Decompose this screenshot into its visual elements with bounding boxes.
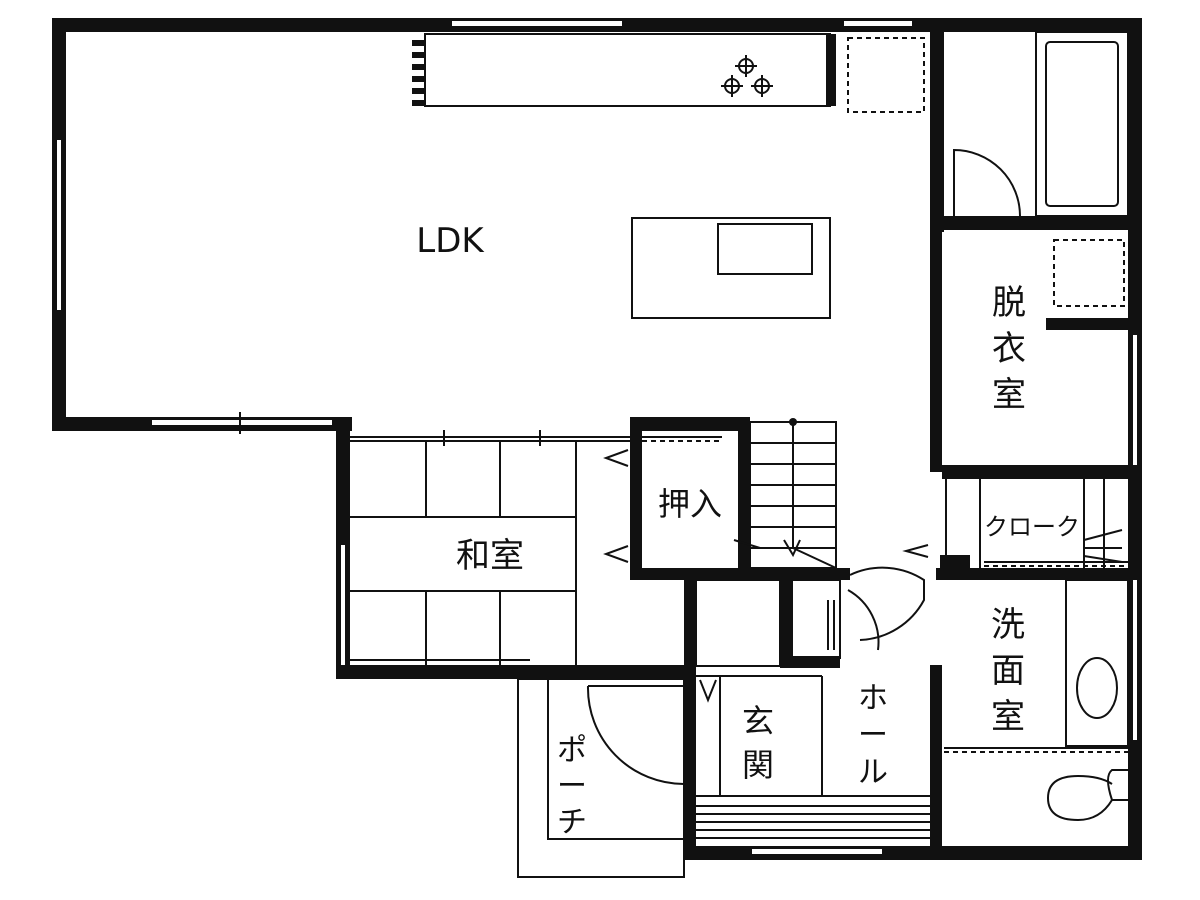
- tatami-grid: [350, 430, 722, 665]
- room-label-porch: ポ ー チ: [557, 733, 587, 840]
- room-label-ldk: LDK: [416, 221, 485, 261]
- washer-space: [1053, 239, 1125, 307]
- svg-text:洗: 洗: [991, 605, 1025, 645]
- svg-text:玄: 玄: [742, 702, 774, 740]
- svg-text:脱: 脱: [992, 283, 1026, 323]
- svg-text:ー: ー: [858, 718, 888, 753]
- svg-text:ル: ル: [858, 755, 888, 790]
- svg-text:面: 面: [991, 651, 1025, 691]
- stove-burner-icon: [721, 55, 773, 97]
- sink-icon: [717, 223, 813, 275]
- staircase: [733, 418, 837, 569]
- windows: [55, 19, 1139, 856]
- exterior-walls: [52, 18, 1142, 860]
- toilet-icon: [1046, 769, 1128, 822]
- bathtub: [953, 31, 1129, 217]
- range-hood-vent: [412, 40, 426, 106]
- room-label-datsuishitsu: 脱 衣 室: [992, 283, 1026, 415]
- svg-text:衣: 衣: [992, 329, 1026, 369]
- room-label-senmenshitsu: 洗 面 室: [991, 605, 1025, 737]
- room-label-genkan: 玄 関: [742, 702, 774, 784]
- interior-walls: [630, 18, 1142, 860]
- svg-text:室: 室: [992, 375, 1026, 415]
- svg-text:ホ: ホ: [858, 681, 888, 716]
- shoe-storage: [695, 566, 925, 667]
- room-label-cloak: クローク: [984, 513, 1080, 541]
- svg-text:チ: チ: [557, 805, 587, 840]
- svg-text:ー: ー: [557, 769, 587, 804]
- washbasin: [944, 579, 1129, 753]
- cloak-closet: [902, 479, 1123, 568]
- room-label-hall: ホ ー ル: [858, 681, 888, 790]
- svg-text:室: 室: [991, 697, 1025, 737]
- genkan-step: [696, 675, 930, 839]
- svg-text:関: 関: [742, 746, 774, 784]
- room-label-oshiire: 押入: [658, 485, 722, 523]
- porch: [517, 678, 685, 878]
- kitchen-counter: [412, 33, 925, 113]
- fridge-space: [847, 37, 925, 113]
- room-label-washitsu: 和室: [456, 536, 524, 576]
- svg-text:ポ: ポ: [557, 733, 587, 768]
- kitchen-island: [631, 217, 831, 319]
